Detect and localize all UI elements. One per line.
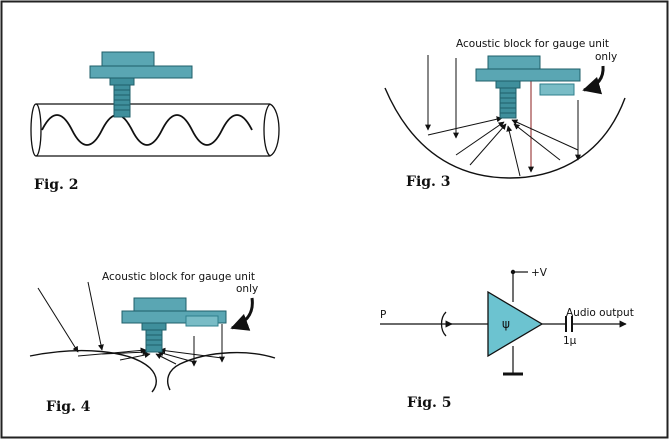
- pipe: [30, 103, 280, 157]
- reflector-curve-right: [167, 351, 276, 391]
- acoustic-block: [539, 83, 575, 96]
- reflector-curve-left: [29, 349, 157, 393]
- fig2-label: Fig. 2: [34, 177, 79, 193]
- strain-gauge-sensor: [475, 55, 581, 119]
- capacitor-label: 1μ: [563, 335, 577, 347]
- fig3-annotation-line2: only: [595, 51, 617, 63]
- figure-3: Acoustic block for gauge unit only Fig. …: [384, 38, 626, 190]
- fig4-annotation-line2: only: [236, 283, 258, 295]
- reflected-rays: [77, 347, 223, 365]
- amplifier-symbol: ψ: [502, 317, 510, 331]
- input-label: P: [380, 309, 386, 321]
- acoustic-block: [185, 315, 219, 327]
- annotation-pointer: [230, 297, 254, 331]
- fig3-label: Fig. 3: [406, 174, 451, 190]
- figure-4: Acoustic block for gauge unit only Fig. …: [29, 271, 276, 415]
- figure-5: P +V ψ Audio output 1μ Fig. 5: [380, 267, 634, 411]
- strain-gauge-sensor: [89, 51, 193, 118]
- fig5-label: Fig. 5: [407, 395, 452, 411]
- fig4-label: Fig. 4: [46, 399, 91, 415]
- reflector-curve: [384, 87, 626, 179]
- amplifier-triangle: [487, 290, 544, 358]
- output-label: Audio output: [566, 307, 634, 319]
- figure-2: Fig. 2: [30, 51, 280, 193]
- fig4-annotation-line1: Acoustic block for gauge unit: [102, 271, 255, 283]
- input-coupling: [440, 311, 447, 337]
- supply-label: +V: [531, 267, 548, 279]
- fig3-annotation-line1: Acoustic block for gauge unit: [456, 38, 609, 50]
- vibration-wave: [41, 114, 253, 146]
- reflected-rays: [427, 116, 579, 177]
- incoming-rays: [37, 281, 225, 367]
- annotation-pointer: [582, 65, 605, 95]
